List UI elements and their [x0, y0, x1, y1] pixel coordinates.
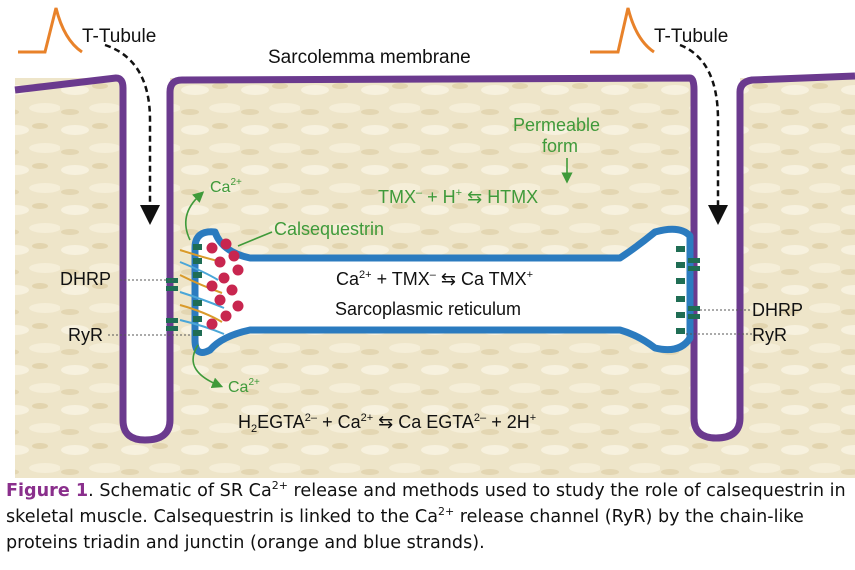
dhpr-channels-right [688, 258, 700, 319]
ryr-label-right: RyR [752, 325, 787, 345]
caption-sup-1: 2+ [271, 479, 288, 493]
action-potential-right-icon [590, 7, 655, 54]
sarcolemma-label: Sarcolemma membrane [268, 47, 471, 68]
calsequestrin-pointer [237, 231, 273, 247]
ca-release-arrow-top [184, 191, 205, 241]
t-tubule-label-right: T-Tubule [654, 26, 728, 47]
t-tubule-label-left: T-Tubule [82, 26, 156, 47]
calsequestrin-molecules [206, 238, 244, 330]
t-tubule-left-lumen [123, 78, 170, 440]
caption-text-3: release channel (RyR) by the chain-like … [6, 507, 804, 553]
t-tubule-right-lumen [694, 78, 740, 438]
ryr-channels-right [676, 246, 685, 334]
ca-label-bottom: Ca2+ [228, 377, 260, 396]
permeable-label-2: form [542, 136, 578, 156]
t-tubule-right-arrow [679, 43, 728, 225]
triad-diagram: T-Tubule T-Tubule Sarcolemma membrane [14, 7, 855, 478]
ryr-channels-left [193, 244, 202, 336]
egta-equation: H2EGTA2– + Ca2+ ⇆ Ca EGTA2– + 2H+ [238, 412, 536, 435]
sr-equation: Ca2+ + TMX– ⇆ Ca TMX+ [336, 269, 533, 289]
ca-label-top: Ca2+ [210, 177, 242, 196]
caption-text-1: . Schematic of SR Ca [88, 481, 272, 501]
permeable-label-1: Permeable [513, 115, 600, 135]
ca-release-arrow-bottom [192, 344, 224, 389]
action-potential-left-icon [18, 7, 83, 54]
dhrp-label-left: DHRP [60, 269, 111, 289]
dhrp-label-right: DHRP [752, 300, 803, 320]
sarcolemma-membrane [14, 72, 855, 444]
calsequestrin-label: Calsequestrin [274, 219, 384, 239]
tmx-equation: TMX– + H+ ⇆ HTMX [378, 187, 538, 207]
figure-label: Figure 1 [6, 481, 89, 501]
ryr-label-left: RyR [68, 325, 103, 345]
figure-caption: Figure 1. Schematic of SR Ca2+ release a… [6, 478, 851, 556]
sr-label: Sarcoplasmic reticulum [335, 299, 521, 319]
t-tubule-left-arrow [104, 43, 160, 225]
caption-text-2: release and methods used to study the ro… [6, 481, 846, 527]
caption-sup-2: 2+ [437, 505, 455, 519]
